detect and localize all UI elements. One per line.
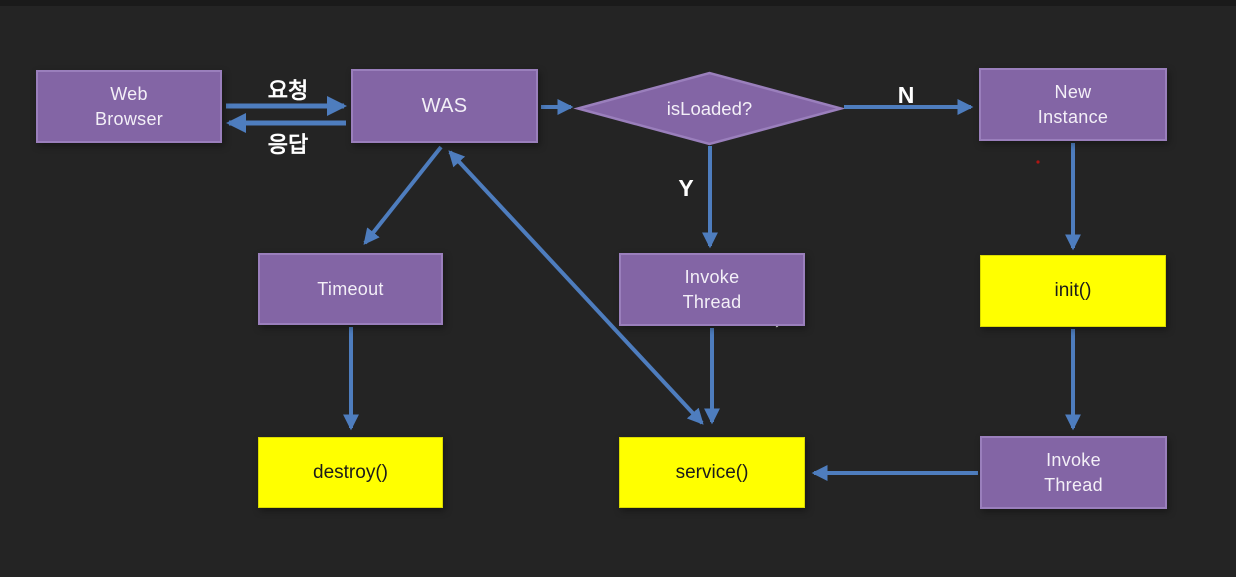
- node-service-label: service(): [675, 461, 749, 483]
- connector-was-timeout: [363, 145, 443, 245]
- node-timeout: Timeout: [258, 253, 443, 325]
- edge-label-request: 요청: [267, 78, 309, 103]
- node-destroy: destroy(): [258, 437, 443, 508]
- edge-label-yes: Y: [678, 175, 694, 201]
- node-init-label: init(): [1054, 280, 1092, 302]
- node-was: WAS: [351, 69, 538, 143]
- node-destroy-label: destroy(): [313, 461, 388, 483]
- node-invoke-thread-mid-label: Invoke Thread: [682, 267, 742, 312]
- node-invoke-thread-right-label: Invoke Thread: [1044, 450, 1103, 495]
- edge-label-response: 응답: [267, 132, 309, 157]
- node-new-instance: New Instance: [979, 68, 1167, 141]
- isloaded-diamond-shape: [573, 71, 846, 146]
- node-invoke-thread-mid: Invoke Thread: [619, 253, 805, 326]
- red-artifact-dot: [1036, 160, 1040, 164]
- node-web-browser: Web Browser: [36, 70, 222, 143]
- node-invoke-thread-right: Invoke Thread: [980, 436, 1167, 509]
- node-service: service(): [619, 437, 805, 508]
- top-letterbox-strip: [0, 0, 1236, 6]
- node-web-browser-label: Web Browser: [94, 84, 164, 129]
- node-timeout-label: Timeout: [317, 278, 384, 299]
- node-isloaded-label: isLoaded?: [666, 97, 753, 119]
- connector-service-was-bidirectional: [448, 150, 704, 425]
- edge-label-no: N: [897, 82, 915, 108]
- node-init: init(): [980, 255, 1166, 327]
- node-was-label: WAS: [421, 94, 468, 117]
- node-new-instance-label: New Instance: [1037, 82, 1109, 127]
- node-isloaded: isLoaded?: [578, 73, 841, 144]
